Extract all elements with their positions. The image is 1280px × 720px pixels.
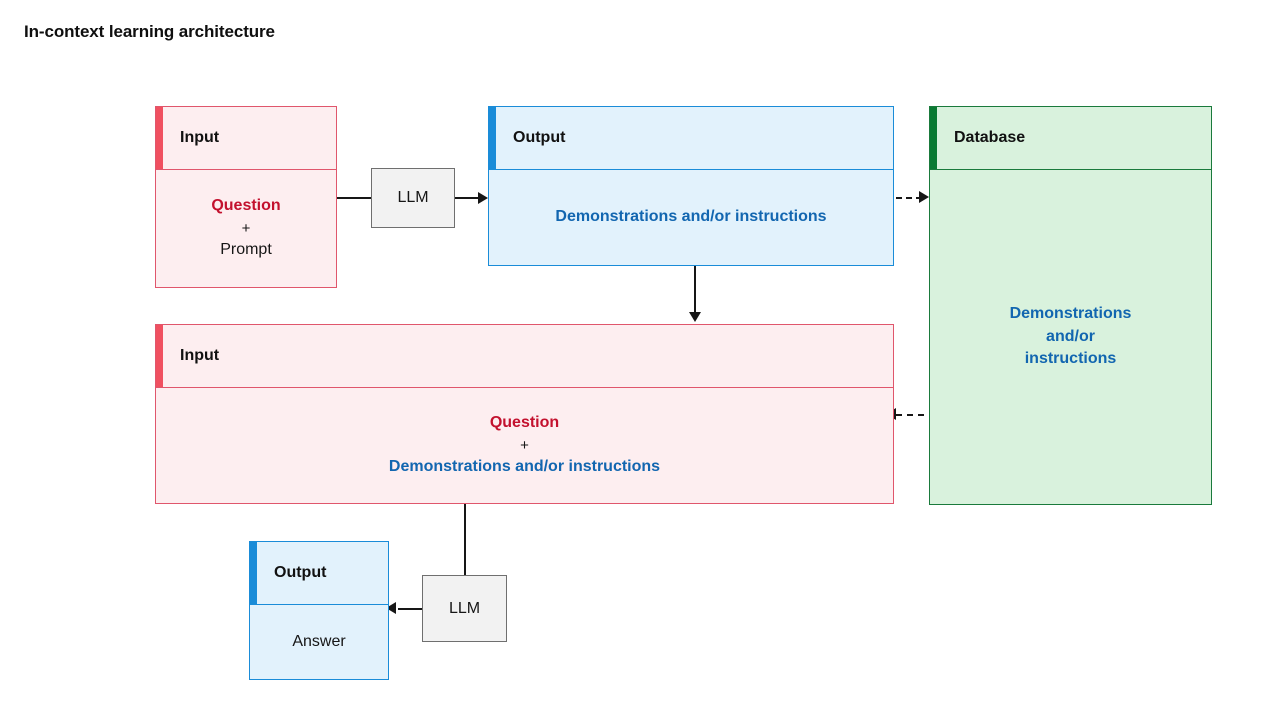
blue-accent-bar (250, 542, 257, 604)
database-line-2: instructions (1024, 350, 1117, 368)
connector-input-bottom-to-llm-bottom (464, 504, 466, 575)
llm-bottom-box[interactable]: LLM (422, 575, 507, 642)
input-bottom-card[interactable]: Input Question + Demonstrations and/or i… (155, 324, 894, 504)
connector-output-top-to-database (896, 197, 922, 199)
blue-accent-bar (489, 107, 496, 169)
database-line-0: Demonstrations (1009, 304, 1132, 322)
output-bottom-header: Output (250, 542, 388, 605)
input-top-card[interactable]: Input Question + Prompt (155, 106, 337, 288)
arrowhead-output-top-to-input-bottom (689, 312, 701, 322)
database-header: Database (930, 107, 1211, 170)
database-line-1: and/or (1046, 327, 1095, 345)
input-bottom-header-label: Input (180, 347, 220, 364)
output-top-header: Output (489, 107, 893, 170)
output-top-body: Demonstrations and/or instructions (489, 170, 893, 265)
connector-database-to-input-bottom (896, 414, 924, 416)
output-bottom-line-0: Answer (292, 632, 346, 650)
output-top-header-label: Output (513, 129, 566, 146)
output-top-line-0: Demonstrations and/or instructions (555, 208, 827, 226)
input-bottom-body: Question + Demonstrations and/or instruc… (156, 388, 893, 503)
input-top-header: Input (156, 107, 336, 170)
connector-llm-top-to-output-top (455, 197, 480, 199)
llm-top-box[interactable]: LLM (371, 168, 455, 228)
database-header-label: Database (954, 129, 1026, 146)
database-card[interactable]: Database Demonstrations and/or instructi… (929, 106, 1212, 505)
connector-input-top-to-llm-top (337, 197, 371, 199)
llm-bottom-label: LLM (448, 599, 481, 617)
input-bottom-line-0: Question (489, 414, 560, 432)
connector-llm-bottom-to-output-bottom (398, 608, 422, 610)
llm-top-label: LLM (397, 189, 429, 206)
input-bottom-header: Input (156, 325, 893, 388)
input-bottom-line-2: Demonstrations and/or instructions (388, 458, 661, 476)
arrowhead-output-top-to-database (919, 191, 929, 203)
input-top-line-0: Question (211, 197, 281, 215)
red-accent-bar (156, 325, 163, 387)
output-bottom-body: Answer (250, 605, 388, 679)
input-top-header-label: Input (180, 129, 220, 146)
input-bottom-line-1: + (520, 436, 529, 454)
red-accent-bar (156, 107, 163, 169)
input-top-line-2: Prompt (220, 241, 272, 259)
output-top-card[interactable]: Output Demonstrations and/or instruction… (488, 106, 894, 266)
database-body: Demonstrations and/or instructions (930, 170, 1211, 504)
arrowhead-llm-bottom-to-output-bottom (386, 602, 396, 614)
page-title: In-context learning architecture (24, 22, 275, 41)
input-top-line-1: + (241, 219, 251, 237)
output-bottom-card[interactable]: Output Answer (249, 541, 389, 680)
green-accent-bar (930, 107, 937, 169)
connector-output-top-to-input-bottom (694, 266, 696, 318)
input-top-body: Question + Prompt (156, 170, 336, 287)
arrowhead-llm-top-to-output-top (478, 192, 488, 204)
output-bottom-header-label: Output (274, 564, 327, 581)
